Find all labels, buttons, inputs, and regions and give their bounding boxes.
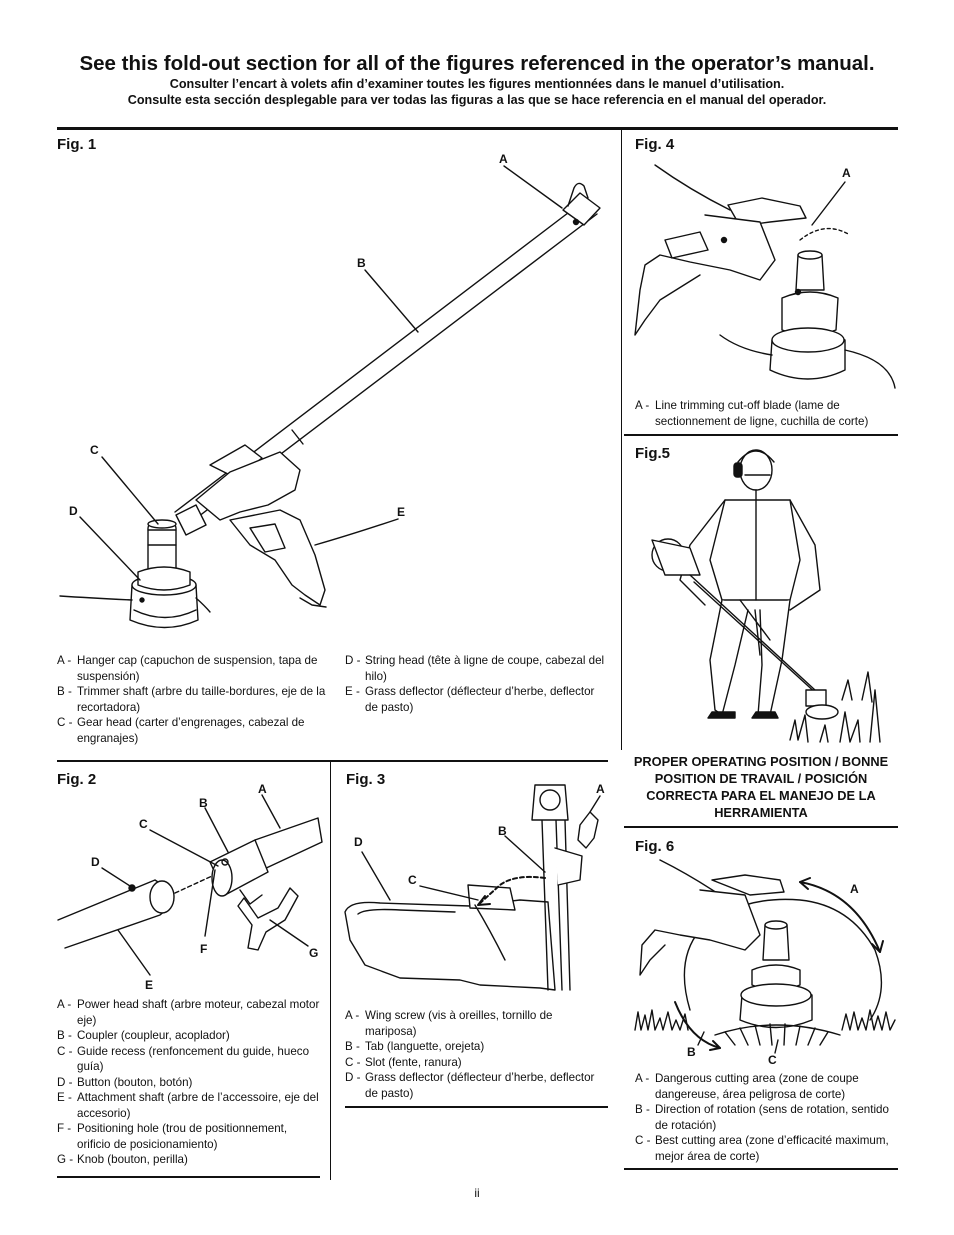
fig1-bottom-rule: [57, 760, 608, 762]
column-divider: [621, 130, 622, 750]
fig2-label-c: C: [139, 817, 148, 831]
fig3-label-c: C: [408, 873, 417, 887]
fig6-label-a: A: [850, 882, 859, 896]
page-number: ii: [474, 1186, 480, 1200]
fig3-label-a: A: [596, 782, 605, 796]
fig2-label-f: F: [200, 942, 208, 956]
fig4-title: Fig. 4: [635, 136, 675, 153]
fig6-legend: A -Dangerous cutting area (zone de coupe…: [635, 1071, 897, 1164]
fig5-title: Fig.5: [635, 445, 671, 462]
fig2-label-e: E: [145, 978, 154, 992]
legend-item: D -Button (bouton, botón): [57, 1075, 193, 1089]
fig2-label-a: A: [258, 782, 267, 796]
fig5-bottom-rule: [624, 826, 898, 828]
fig1-label-a: A: [499, 152, 508, 166]
fig3-label-b: B: [498, 824, 507, 838]
fig6-label-c: C: [768, 1053, 777, 1067]
legend-item: C -Best cutting area (zone d’efficacité …: [635, 1134, 889, 1163]
legend-item: B -Direction of rotation (sens de rotati…: [635, 1103, 889, 1132]
legend-item: D -String head (tête à ligne de coupe, c…: [345, 654, 605, 683]
legend-item: D -Grass deflector (déflecteur d’herbe, …: [345, 1071, 595, 1100]
legend-item: B -Coupler (coupleur, acoplador): [57, 1029, 230, 1042]
legend-item: A -Power head shaft (arbre moteur, cabez…: [57, 998, 320, 1027]
legend-item: A -Dangerous cutting area (zone de coupe…: [635, 1072, 859, 1101]
legend-item: B -Tab (languette, orejeta): [345, 1040, 485, 1053]
legend-item: F -Positioning hole (trou de positionnem…: [57, 1122, 288, 1151]
legend-item: A -Wing screw (vis à oreilles, tornillo …: [345, 1009, 553, 1038]
legend-item: C -Gear head (carter d’engrenages, cabez…: [57, 716, 305, 745]
legend-item: C -Slot (fente, ranura): [345, 1055, 462, 1069]
fig6-label-b: B: [687, 1045, 696, 1059]
page-header: See this fold-out section for all of the…: [40, 52, 914, 108]
top-rule: [57, 127, 898, 130]
legend-item: G -Knob (bouton, perilla): [57, 1153, 188, 1166]
fig1-title: Fig. 1: [57, 136, 97, 153]
fig4-legend: A -Line trimming cut-off blade (lame de …: [635, 398, 897, 429]
legend-item: A -Hanger cap (capuchon de suspension, t…: [57, 654, 318, 683]
fig1-legend-left: A -Hanger cap (capuchon de suspension, t…: [57, 653, 327, 746]
fig2-title: Fig. 2: [57, 771, 97, 788]
page-title: See this fold-out section for all of the…: [79, 52, 875, 75]
fig3-title: Fig. 3: [346, 771, 386, 788]
legend-item: A -Line trimming cut-off blade (lame de …: [635, 399, 869, 428]
fig1-label-c: C: [90, 443, 99, 457]
fig3-bottom-rule: [345, 1106, 608, 1108]
fig5-caption: PROPER OPERATING POSITION / BONNE POSITI…: [633, 754, 889, 820]
page-subtitle-fr: Consulter l’encart à volets afin d’exami…: [169, 77, 785, 91]
fig2-fig3-divider: [330, 762, 331, 1180]
fig3-legend: A -Wing screw (vis à oreilles, tornillo …: [345, 1008, 607, 1101]
fig4-label-a: A: [842, 166, 851, 180]
fig6-bottom-rule: [624, 1168, 898, 1170]
fig2-bottom-rule: [57, 1176, 320, 1178]
fig6-title: Fig. 6: [635, 838, 675, 855]
fig2-label-g: G: [309, 946, 319, 960]
fig1-label-e: E: [397, 505, 406, 519]
legend-item: E -Grass deflector (déflecteur d’herbe, …: [345, 685, 595, 714]
fig2-label-b: B: [199, 796, 208, 810]
fig1-label-b: B: [357, 256, 366, 270]
fig2-label-d: D: [91, 855, 100, 869]
legend-item: E -Attachment shaft (arbre de l’accessoi…: [57, 1091, 319, 1120]
page-subtitle-es: Consulte esta sección desplegable para v…: [127, 93, 827, 107]
fig4-bottom-rule: [624, 434, 898, 436]
fig3-label-d: D: [354, 835, 363, 849]
legend-item: B -Trimmer shaft (arbre du taille-bordur…: [57, 685, 326, 714]
legend-item: C -Guide recess (renfoncement du guide, …: [57, 1044, 310, 1074]
fig1-legend-right: D -String head (tête à ligne de coupe, c…: [345, 653, 607, 715]
fig1-label-d: D: [69, 504, 78, 518]
fig2-legend: A -Power head shaft (arbre moteur, cabez…: [57, 997, 323, 1168]
